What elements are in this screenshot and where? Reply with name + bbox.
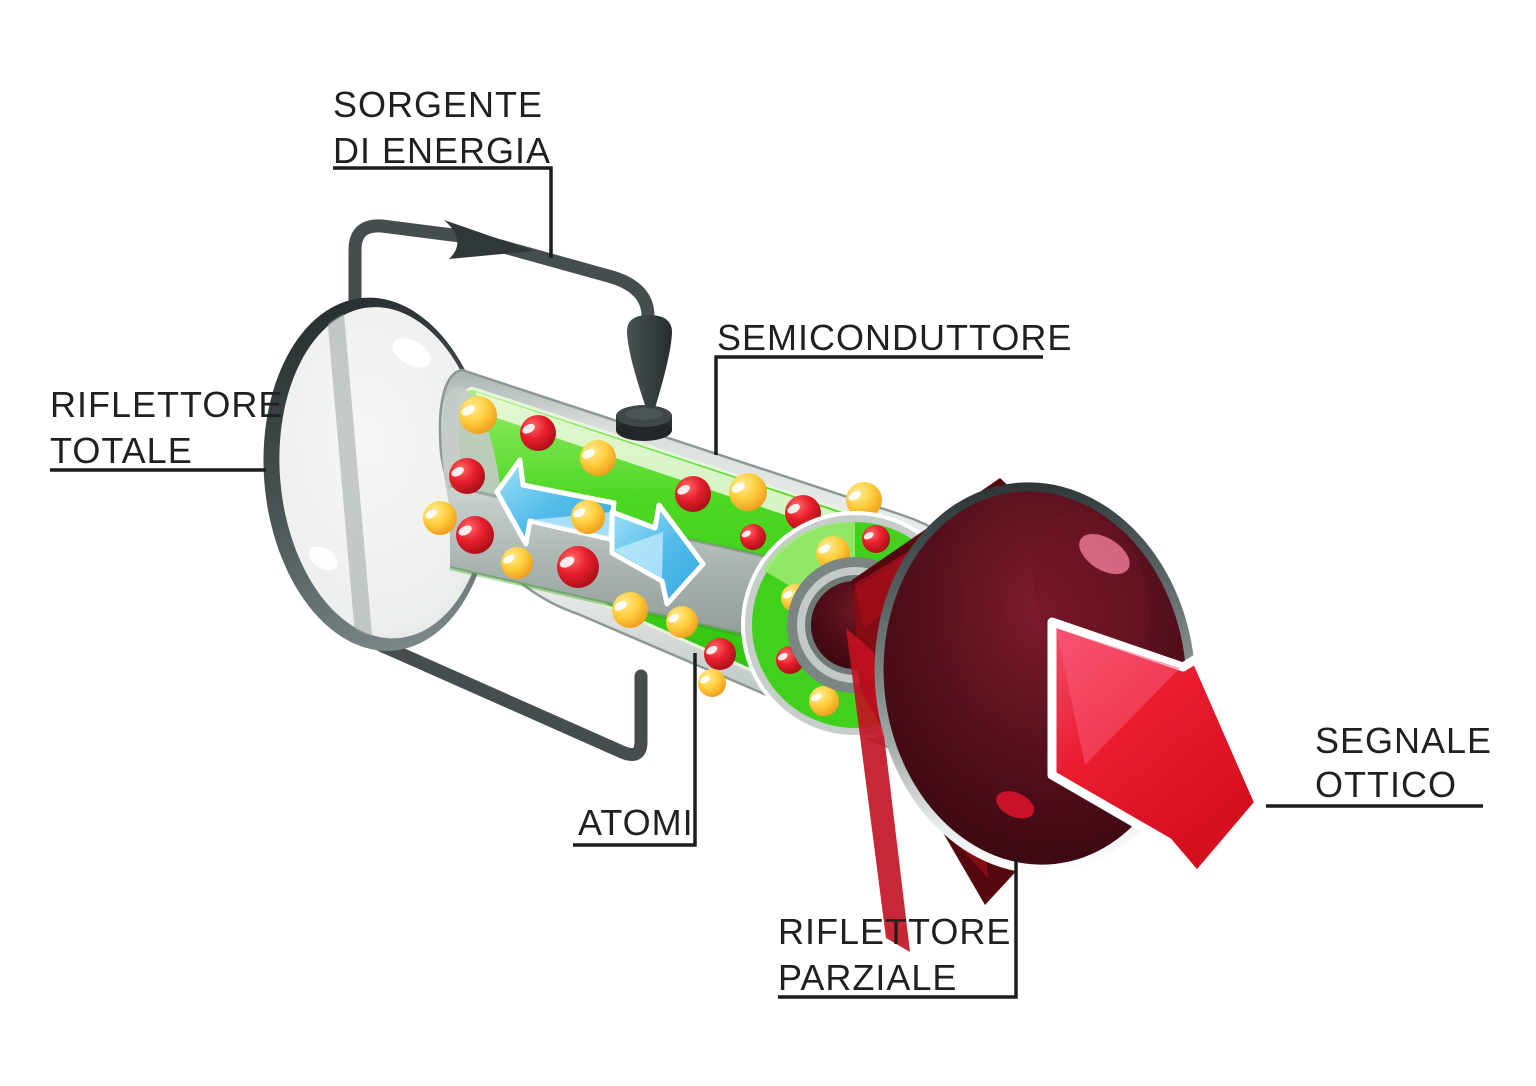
label-text: TOTALE [50, 430, 193, 471]
label-text: SEMICONDUTTORE [717, 317, 1072, 358]
label-partial-reflector: RIFLETTORE PARZIALE [778, 858, 1018, 999]
label-semiconductor: SEMICONDUTTORE [714, 317, 1072, 455]
electrode [616, 315, 672, 441]
label-energy-source: SORGENTE DI ENERGIA [333, 84, 553, 258]
label-optical-signal: SEGNALE OTTICO [1266, 720, 1492, 808]
mirror-highlight [1079, 533, 1130, 575]
atom-red [456, 516, 494, 554]
atom-yellow [612, 592, 648, 628]
atom-red [862, 525, 890, 553]
glass-highlight [392, 338, 431, 368]
leader-line [778, 858, 1018, 999]
label-text: SEGNALE [1315, 720, 1492, 761]
label-atoms: ATOMI [573, 653, 697, 847]
leader-line [714, 355, 1043, 455]
current-arrowhead-icon [444, 220, 534, 259]
label-text: RIFLETTORE [50, 384, 283, 425]
label-text: RIFLETTORE [778, 911, 1011, 952]
leader-line [573, 653, 697, 847]
tube-top-sheen [476, 392, 888, 549]
label-text: SORGENTE [333, 84, 543, 125]
atom-yellow [580, 440, 616, 476]
atom-red [704, 638, 736, 670]
atom-yellow [571, 500, 605, 534]
atom-red [557, 546, 599, 588]
label-text: DI ENERGIA [333, 130, 551, 171]
atom-red [449, 458, 485, 494]
label-text: OTTICO [1315, 764, 1457, 805]
atom-red [675, 476, 711, 512]
atom-yellow [666, 606, 698, 638]
photon-arrow-right [609, 502, 706, 607]
atom-yellow [423, 501, 457, 535]
mirror-glow [996, 791, 1035, 819]
atom-red [520, 415, 556, 451]
optical-signal-arrow [1047, 617, 1264, 881]
atom-yellow [729, 473, 767, 511]
electrode-funnel-icon [627, 315, 672, 408]
atom-yellow [459, 396, 497, 434]
glass-highlight [308, 546, 338, 571]
atom-red [740, 524, 766, 550]
atom-yellow [501, 547, 533, 579]
label-text: ATOMI [578, 802, 694, 843]
label-text: PARZIALE [778, 957, 957, 998]
total-reflector-mirror [263, 297, 493, 651]
atom-yellow [698, 669, 726, 697]
leader-line [333, 166, 553, 258]
atom-yellow [809, 686, 839, 716]
label-total-reflector: RIFLETTORE TOTALE [50, 384, 283, 472]
